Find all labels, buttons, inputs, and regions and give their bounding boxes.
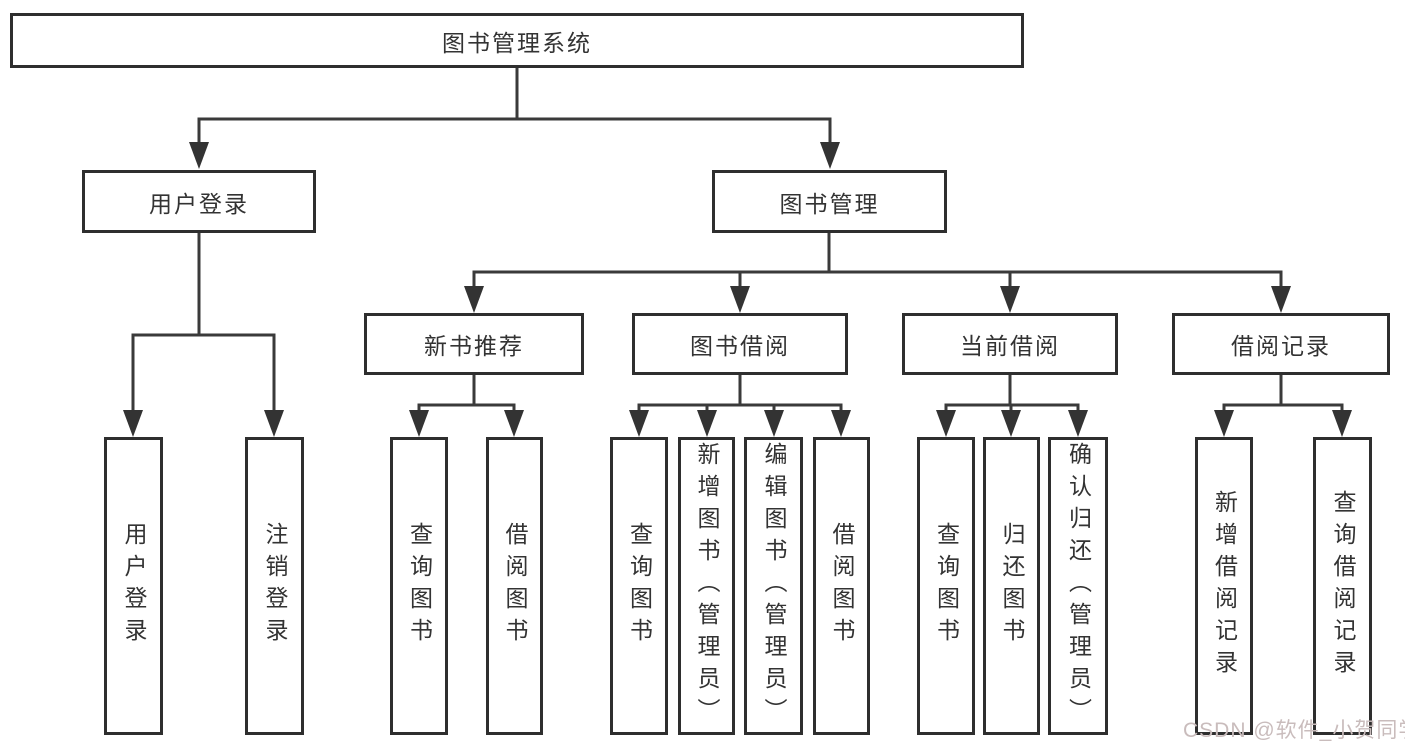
leaf-user-login: 用户登录	[104, 437, 163, 735]
leaf-borrow-edit-admin-label: 编辑图书（管理员）	[761, 442, 787, 730]
csdn-watermark: CSDN @软件_小贺同学	[1183, 719, 1405, 742]
leaf-user-login-label: 用户登录	[121, 522, 147, 650]
node-user-login-label: 用户登录	[149, 190, 249, 217]
leaf-current-return: 归还图书	[983, 437, 1040, 735]
node-book-management-label: 图书管理	[779, 190, 880, 217]
leaf-borrow-add-admin-label: 新增图书（管理员）	[694, 442, 720, 730]
node-new-book-recommend: 新书推荐	[364, 313, 584, 375]
leaf-logout-label: 注销登录	[262, 522, 288, 650]
leaf-borrow-book-label: 借阅图书	[829, 522, 855, 650]
edges-records-to-leaves	[1214, 375, 1352, 437]
leaf-logout: 注销登录	[245, 437, 304, 735]
leaf-current-return-label: 归还图书	[999, 522, 1025, 650]
edges-current-to-leaves	[936, 375, 1088, 437]
edges-login-to-leaves	[123, 233, 284, 437]
leaf-newbooks-query-label: 查询图书	[406, 522, 433, 650]
leaf-records-add-label: 新增借阅记录	[1211, 490, 1238, 682]
leaf-records-query: 查询借阅记录	[1313, 437, 1372, 735]
leaf-records-add: 新增借阅记录	[1195, 437, 1253, 735]
node-root-label: 图书管理系统	[442, 29, 592, 56]
leaf-borrow-query-label: 查询图书	[626, 522, 653, 650]
node-book-borrow-label: 图书借阅	[690, 333, 790, 359]
node-book-borrow: 图书借阅	[632, 313, 848, 375]
leaf-borrow-query: 查询图书	[610, 437, 668, 735]
leaf-borrow-edit-admin: 编辑图书（管理员）	[744, 437, 803, 735]
leaf-borrow-add-admin: 新增图书（管理员）	[678, 437, 735, 735]
node-new-book-recommend-label: 新书推荐	[424, 333, 524, 359]
leaf-current-confirm-admin-label: 确认归还（管理员）	[1065, 442, 1092, 730]
edges-borrow-to-leaves	[629, 375, 851, 437]
leaf-records-query-label: 查询借阅记录	[1330, 490, 1356, 682]
leaf-current-query-label: 查询图书	[933, 522, 960, 650]
leaf-borrow-book: 借阅图书	[813, 437, 870, 735]
edges-management-to-level3	[464, 233, 1291, 313]
leaf-current-confirm-admin: 确认归还（管理员）	[1048, 437, 1108, 735]
leaf-newbooks-borrow: 借阅图书	[486, 437, 543, 735]
leaf-current-query: 查询图书	[917, 437, 975, 735]
node-current-borrow-label: 当前借阅	[960, 333, 1060, 359]
node-current-borrow: 当前借阅	[902, 313, 1118, 375]
edges-newbooks-to-leaves	[409, 375, 524, 437]
node-user-login: 用户登录	[82, 170, 316, 233]
edges-root-to-level2	[189, 68, 840, 169]
node-book-management: 图书管理	[712, 170, 947, 233]
node-root-system: 图书管理系统	[10, 13, 1024, 68]
leaf-newbooks-query: 查询图书	[390, 437, 448, 735]
leaf-newbooks-borrow-label: 借阅图书	[502, 522, 528, 650]
node-borrow-records: 借阅记录	[1172, 313, 1390, 375]
node-borrow-records-label: 借阅记录	[1231, 333, 1331, 359]
